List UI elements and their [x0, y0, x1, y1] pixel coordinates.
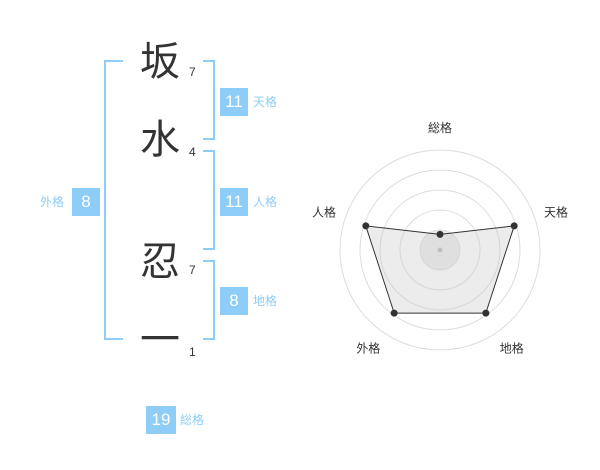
- radar-axis-label-0: 総格: [428, 120, 452, 135]
- tenkaku-label: 天格: [253, 95, 278, 109]
- radar-axis-label-1: 天格: [544, 204, 568, 219]
- radar-axis-label-4: 人格: [312, 204, 336, 219]
- stroke-count-4: 1: [189, 345, 196, 359]
- radar-point-2: [482, 309, 490, 317]
- radar-ring-4: [359, 169, 521, 331]
- radar-point-0: [436, 230, 444, 238]
- chikaku-label: 地格: [253, 294, 278, 308]
- radar-ring-3: [379, 189, 501, 311]
- name-char-2: 水: [140, 117, 180, 163]
- gaikaku-bracket: [104, 60, 123, 340]
- radar-point-4: [362, 222, 370, 230]
- tenkaku-value: 11: [220, 88, 248, 116]
- chikaku-bracket: [203, 260, 215, 340]
- radar-center: [437, 247, 443, 253]
- jinkaku-bracket: [203, 150, 215, 250]
- stroke-count-2: 4: [189, 145, 196, 159]
- chikaku-value: 8: [220, 287, 248, 315]
- radar-point-1: [510, 222, 518, 230]
- soukaku-label: 総格: [180, 413, 205, 427]
- gaikaku-label: 外格: [40, 195, 65, 209]
- name-char-1: 坂: [140, 39, 180, 85]
- tenkaku-bracket: [203, 60, 215, 140]
- stroke-count-3: 7: [189, 263, 196, 277]
- radar-axis-label-2: 地格: [500, 341, 524, 356]
- radar-area: [365, 225, 515, 314]
- name-char-3: 忍: [140, 239, 180, 285]
- jinkaku-label: 人格: [253, 195, 278, 209]
- radar-axis-label-3: 外格: [356, 341, 380, 356]
- radar-ring-5: [339, 149, 541, 351]
- name-char-4: 一: [140, 317, 180, 363]
- radar-point-3: [390, 309, 398, 317]
- gaikaku-value: 8: [72, 188, 100, 216]
- radar-points: [362, 222, 518, 317]
- radar-grid: [339, 149, 541, 351]
- jinkaku-value: 11: [220, 188, 248, 216]
- stroke-count-1: 7: [189, 65, 196, 79]
- soukaku-value: 19: [146, 406, 176, 434]
- radar-ring-2: [399, 209, 481, 291]
